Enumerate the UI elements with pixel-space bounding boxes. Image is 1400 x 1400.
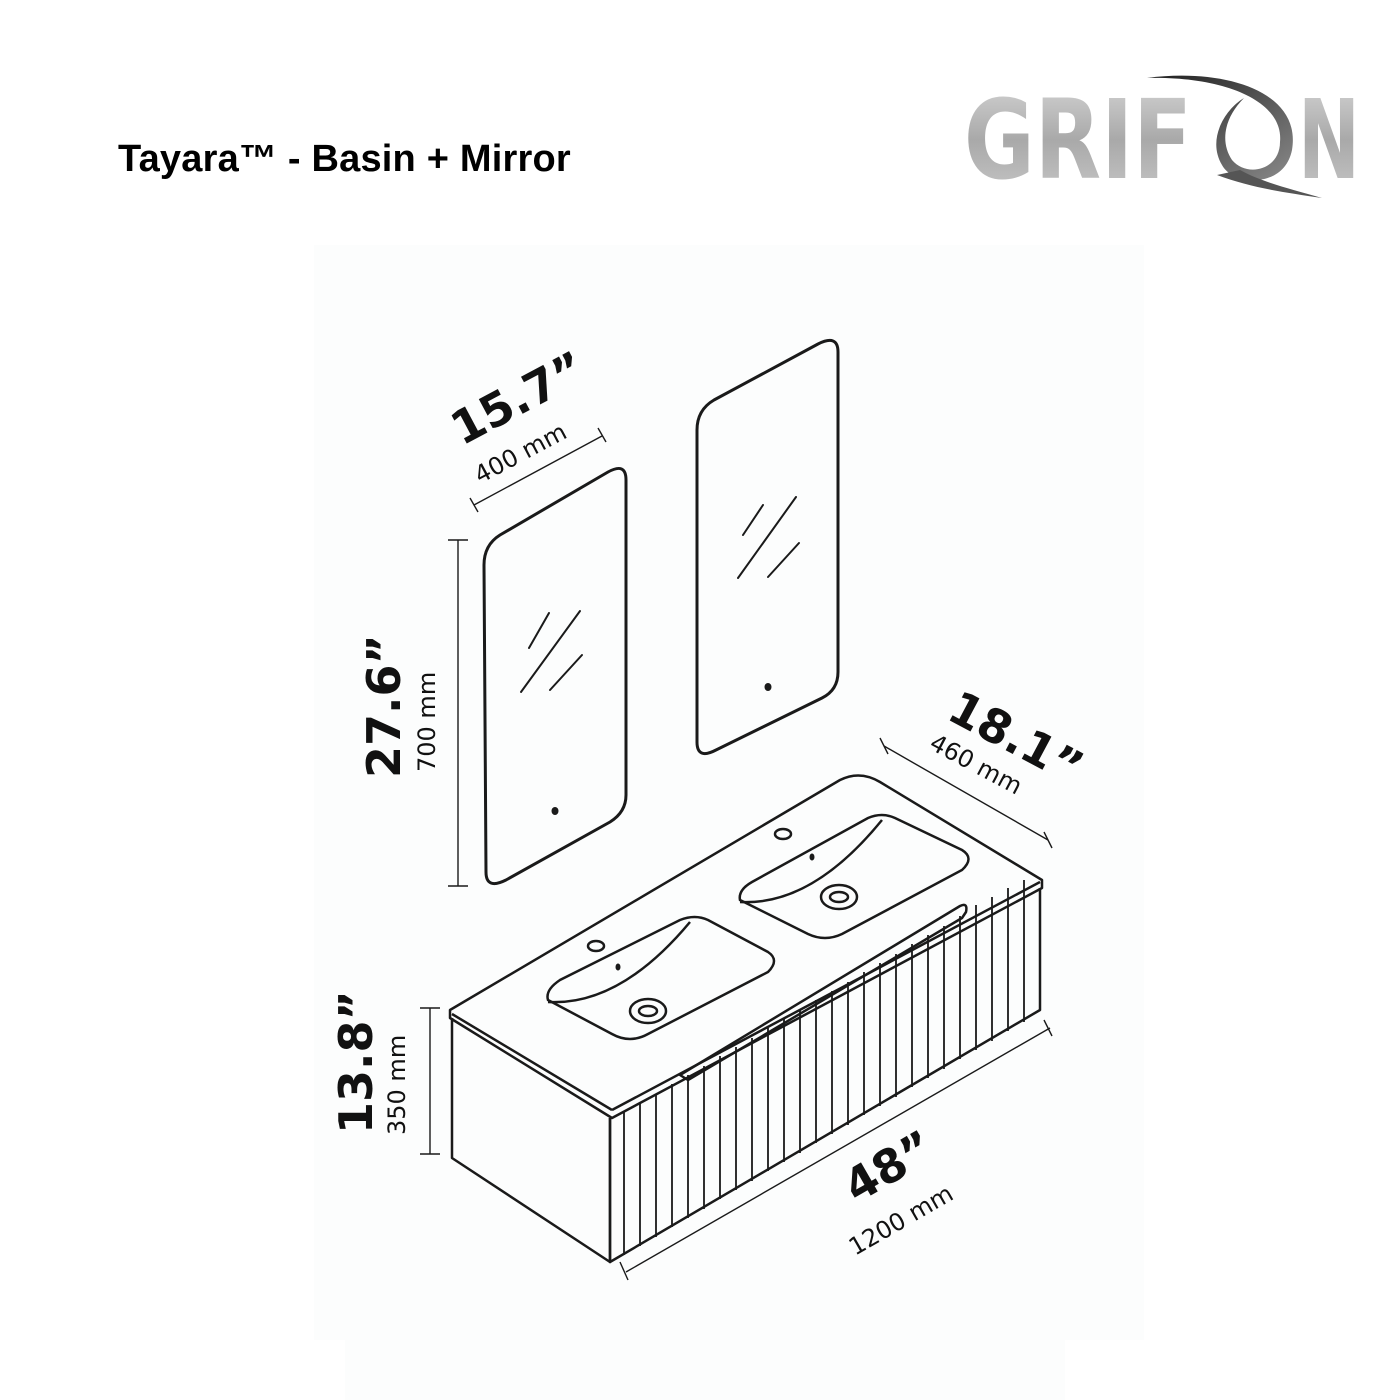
diagram-panel-bottom — [345, 1340, 1065, 1400]
right-mirror — [695, 338, 840, 756]
left-mirror — [482, 466, 628, 886]
cabinet-height-mm: 350 mm — [383, 1035, 411, 1135]
basins — [546, 813, 970, 1041]
vanity-cabinet — [448, 774, 1044, 1264]
dimension-lines — [420, 427, 1053, 1281]
fluted-front-panel — [623, 880, 1025, 1255]
cabinet-height-inches: 13.8” — [329, 990, 383, 1134]
logo-text-n: N — [1298, 76, 1360, 204]
logo-text-grif: GRIF — [964, 76, 1192, 204]
logo-swirl — [1147, 75, 1293, 181]
mirror-height-inches: 27.6” — [357, 634, 411, 778]
mirror-height-mm: 700 mm — [413, 672, 441, 772]
page-title: Tayara™ - Basin + Mirror — [118, 138, 571, 180]
logo-swirl-tail — [1217, 170, 1322, 198]
mirror-sensor-dots — [551, 683, 772, 815]
grifon-logo: GRIF N — [964, 75, 1360, 204]
